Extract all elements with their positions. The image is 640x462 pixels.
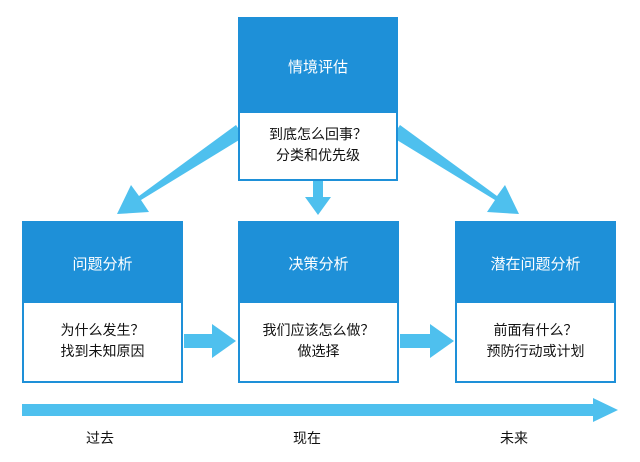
situation-appraisal-title: 情境评估 — [240, 19, 396, 113]
decision-analysis-line-1: 我们应该怎么做？ — [262, 323, 375, 339]
decision-analysis-box: 决策分析 我们应该怎么做？ 做选择 — [238, 221, 399, 383]
decision-analysis-line-2: 做选择 — [297, 344, 340, 360]
problem-analysis-line-1: 为什么发生？ — [60, 323, 145, 339]
potential-problem-analysis-line-2: 预防行动或计划 — [486, 344, 585, 360]
potential-problem-analysis-box: 潜在问题分析 前面有什么？ 预防行动或计划 — [455, 221, 616, 383]
problem-analysis-line-2: 找到未知原因 — [60, 344, 145, 360]
arrow-left-to-mid — [184, 324, 236, 358]
situation-appraisal-line-2: 分类和优先级 — [276, 148, 360, 164]
arrow-top-to-right — [392, 125, 519, 214]
problem-analysis-title: 问题分析 — [24, 223, 181, 303]
arrow-mid-to-right — [400, 324, 454, 358]
decision-analysis-title: 决策分析 — [240, 223, 397, 303]
potential-problem-analysis-line-1: 前面有什么？ — [493, 323, 578, 339]
timeline-label-past: 过去 — [86, 431, 114, 447]
timeline-arrow — [22, 398, 618, 422]
arrow-top-to-mid — [305, 181, 331, 215]
potential-problem-analysis-body: 前面有什么？ 预防行动或计划 — [457, 303, 614, 381]
timeline-label-present: 现在 — [293, 431, 321, 447]
problem-analysis-box: 问题分析 为什么发生？ 找到未知原因 — [22, 221, 183, 383]
decision-analysis-body: 我们应该怎么做？ 做选择 — [240, 303, 397, 381]
situation-appraisal-body: 到底怎么回事？ 分类和优先级 — [240, 113, 396, 179]
potential-problem-analysis-title: 潜在问题分析 — [457, 223, 614, 303]
situation-appraisal-box: 情境评估 到底怎么回事？ 分类和优先级 — [238, 17, 398, 181]
situation-appraisal-line-1: 到底怎么回事？ — [269, 127, 367, 143]
arrow-top-to-left — [117, 125, 244, 214]
timeline-label-future: 未来 — [500, 431, 528, 447]
problem-analysis-body: 为什么发生？ 找到未知原因 — [24, 303, 181, 381]
